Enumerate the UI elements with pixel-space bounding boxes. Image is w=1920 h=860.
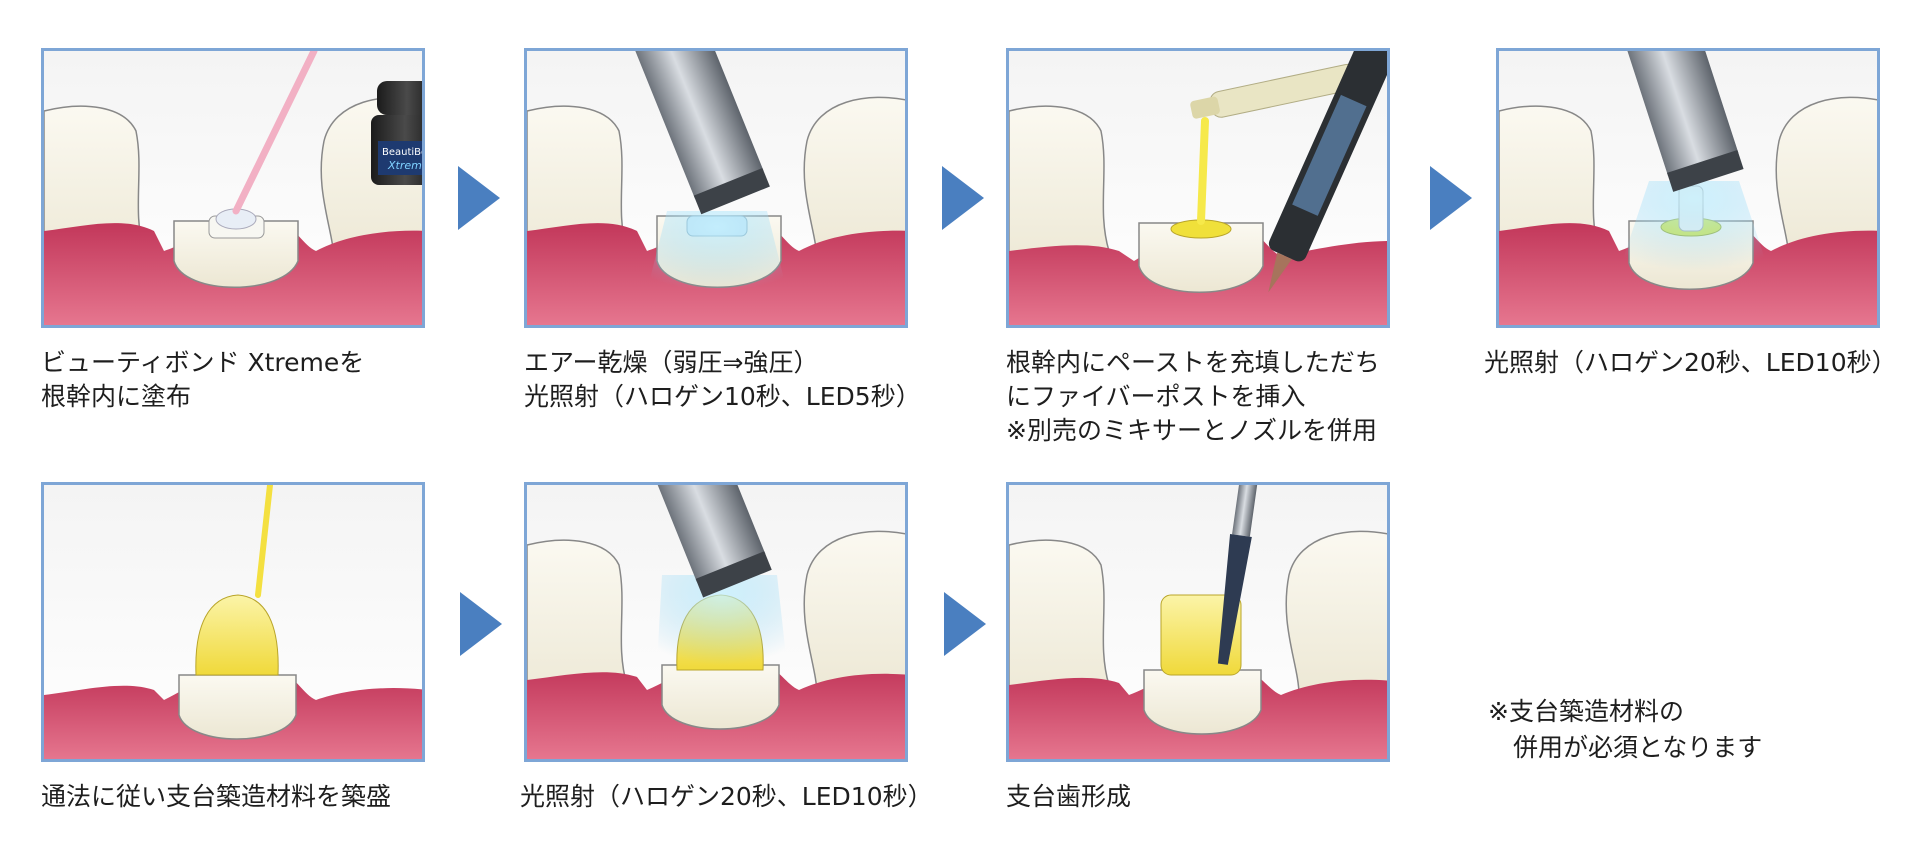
paste-stream xyxy=(1197,117,1209,225)
arrow-3 xyxy=(1430,166,1472,230)
step-2-svg xyxy=(527,51,905,325)
right-tooth xyxy=(803,530,905,706)
step-5-svg xyxy=(44,485,422,759)
curing-light-icon xyxy=(1613,51,1744,192)
dispensing-tip xyxy=(255,485,273,598)
step-4-svg xyxy=(1499,51,1877,325)
step-3-caption: 根幹内にペーストを充填しただち にファイバーポストを挿入 ※別売のミキサーとノズ… xyxy=(1006,348,1380,445)
curing-light-icon xyxy=(634,485,772,598)
step-3-illustration xyxy=(1006,48,1390,328)
step-5-caption: 通法に従い支台築造材料を築盛 xyxy=(41,782,392,811)
root-tooth xyxy=(661,664,780,730)
step-4-caption: 光照射（ハロゲン20秒、LED10秒） xyxy=(1484,348,1897,377)
light-beam xyxy=(657,575,787,665)
step-6-caption: 光照射（ハロゲン20秒、LED10秒） xyxy=(520,782,933,811)
left-tooth xyxy=(527,539,628,716)
step-1-illustration: BeautiBond Xtreme xyxy=(41,48,425,328)
step-6-illustration xyxy=(524,482,908,762)
step-5-illustration xyxy=(41,482,425,762)
arrow-4 xyxy=(460,592,502,656)
bottle-icon: BeautiBond Xtreme xyxy=(371,81,425,185)
arrow-1 xyxy=(458,166,500,230)
curing-light-icon xyxy=(629,51,770,215)
arrow-2 xyxy=(942,166,984,230)
step-4-illustration xyxy=(1496,48,1880,328)
left-tooth xyxy=(1009,105,1110,282)
step-7-caption: 支台歯形成 xyxy=(1006,782,1132,811)
step-7-illustration xyxy=(1006,482,1390,762)
step-6-svg xyxy=(527,485,905,759)
right-tooth xyxy=(1285,530,1387,706)
diamond-bur-icon xyxy=(1217,485,1259,665)
svg-text:Xtreme: Xtreme xyxy=(387,159,425,172)
applicator-tip xyxy=(232,51,318,215)
root-tooth xyxy=(1138,222,1264,293)
syringe-icon xyxy=(1268,51,1387,293)
left-tooth xyxy=(1009,539,1110,716)
root-tooth xyxy=(178,674,297,740)
light-beam xyxy=(1619,181,1769,271)
root-tooth xyxy=(173,220,299,288)
light-beam xyxy=(647,211,787,291)
step-2-illustration xyxy=(524,48,908,328)
root-tooth xyxy=(1143,669,1262,735)
core-buildup xyxy=(195,594,279,676)
arrow-5 xyxy=(944,592,986,656)
step-2-caption: エアー乾燥（弱圧⇒強圧） 光照射（ハロゲン10秒、LED5秒） xyxy=(524,348,921,411)
step-3-svg xyxy=(1009,51,1387,325)
step-7-svg xyxy=(1009,485,1387,759)
svg-text:BeautiBond: BeautiBond xyxy=(382,147,425,158)
step-1-caption: ビューティボンド Xtremeを 根幹内に塗布 xyxy=(41,348,365,411)
step-1-svg: BeautiBond Xtreme xyxy=(44,51,425,325)
requirement-note: ※支台築造材料の 併用が必須となります xyxy=(1488,697,1763,762)
